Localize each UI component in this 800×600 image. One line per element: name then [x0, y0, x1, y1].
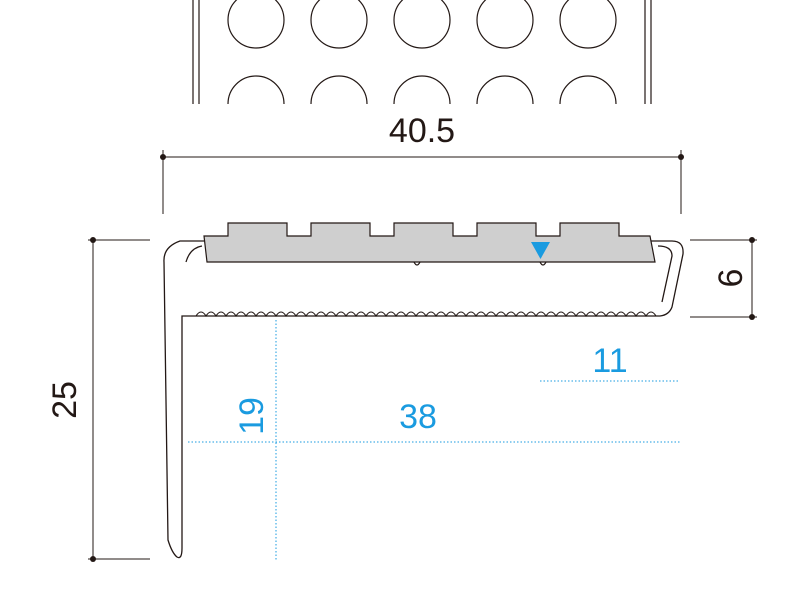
profile-inner-line	[185, 245, 203, 263]
blue-reference-lines	[188, 320, 680, 560]
overall-height-label: 25	[46, 381, 84, 419]
plate-hole	[559, 0, 617, 49]
plate-hole	[559, 75, 617, 105]
nosing-height-label: 19	[233, 397, 271, 435]
plate-hole	[227, 75, 285, 105]
plate-hole	[476, 75, 534, 105]
plate-hole	[476, 0, 534, 49]
profile-outline	[163, 240, 684, 559]
profile-inner-line	[657, 245, 673, 303]
dimension-overall-height	[88, 237, 150, 562]
plate-hole	[227, 0, 285, 49]
plate-hole	[393, 75, 451, 105]
inner-depth-label: 38	[399, 398, 437, 436]
profile-notch	[413, 261, 421, 266]
profile-notch	[539, 261, 547, 266]
insert-marker-icon	[531, 242, 550, 259]
plate-hole	[310, 75, 368, 105]
profile-ribs	[195, 311, 657, 318]
stair-nosing-profile	[163, 240, 684, 559]
plate-hole	[393, 0, 451, 49]
tread-height-label: 6	[712, 269, 750, 288]
top-view-plate	[192, 0, 652, 105]
dimension-tread-height	[690, 237, 757, 320]
insert-width-label: 11	[592, 342, 627, 380]
tread-insert	[203, 222, 656, 263]
dimension-overall-width	[160, 150, 684, 214]
overall-width-label: 40.5	[389, 112, 455, 150]
plate-hole	[310, 0, 368, 49]
